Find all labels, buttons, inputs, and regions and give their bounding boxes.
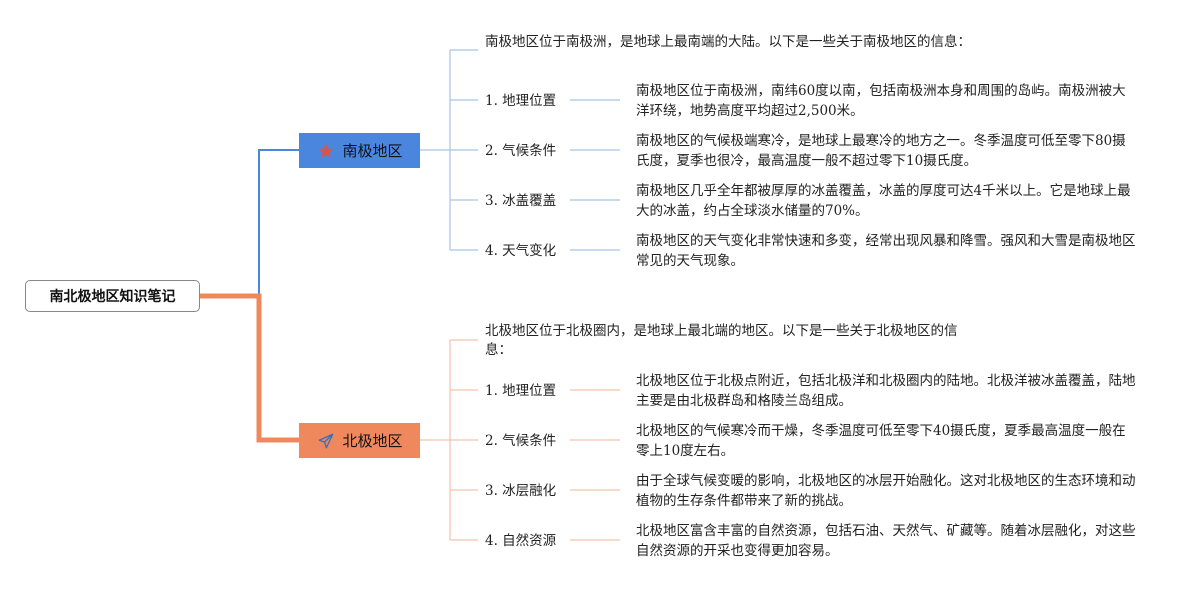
sub-item-south-2[interactable]: 2. 气候条件 bbox=[485, 143, 557, 159]
detail-north-3: 由于全球气候变暖的影响，北极地区的冰层开始融化。这对北极地区的生态环境和动植物的… bbox=[636, 473, 1136, 509]
sub-item-south-4[interactable]: 4. 天气变化 bbox=[485, 243, 557, 259]
intro-north: 北极地区位于北极圈内，是地球上最北端的地区。以下是一些关于北极地区的信息： bbox=[485, 323, 958, 358]
sub-item-south-3[interactable]: 3. 冰盖覆盖 bbox=[485, 193, 557, 209]
sub-item-north-3[interactable]: 3. 冰层融化 bbox=[485, 483, 557, 499]
connector-south-details bbox=[570, 99, 620, 251]
branch-node-north[interactable]: 北极地区 bbox=[299, 423, 420, 458]
sub-item-south-1[interactable]: 1. 地理位置 bbox=[485, 93, 557, 109]
detail-south-4: 南极地区的天气变化非常快速和多变，经常出现风暴和降雪。强风和大雪是南极地区常见的… bbox=[636, 233, 1136, 269]
branch-node-south[interactable]: 南极地区 bbox=[299, 133, 420, 168]
root-label: 南北极地区知识笔记 bbox=[49, 289, 176, 305]
intro-south: 南极地区位于南极洲，是地球上最南端的大陆。以下是一些关于南极地区的信息： bbox=[485, 34, 971, 50]
connector-root-north bbox=[200, 293, 299, 443]
detail-south-3: 南极地区几乎全年都被厚厚的冰盖覆盖，冰盖的厚度可达4千米以上。它是地球上最大的冰… bbox=[636, 183, 1131, 219]
detail-north-1: 北极地区位于北极点附近，包括北极洋和北极圈内的陆地。北极洋被冰盖覆盖，陆地主要是… bbox=[636, 373, 1136, 409]
branch-label-south: 南极地区 bbox=[342, 142, 403, 160]
connector-north-tree bbox=[420, 339, 478, 541]
connector-north-details bbox=[570, 389, 620, 541]
paper-plane-icon bbox=[316, 431, 336, 451]
connector-south-tree bbox=[420, 49, 478, 251]
root-node[interactable]: 南北极地区知识笔记 bbox=[25, 280, 200, 312]
sub-item-north-1[interactable]: 1. 地理位置 bbox=[485, 383, 557, 399]
star-icon bbox=[316, 141, 336, 161]
sub-item-north-4[interactable]: 4. 自然资源 bbox=[485, 533, 557, 549]
detail-north-2: 北极地区的气候寒冷而干燥，冬季温度可低至零下40摄氏度，夏季最高温度一般在零上1… bbox=[636, 423, 1126, 459]
branch-label-north: 北极地区 bbox=[342, 432, 403, 450]
detail-north-4: 北极地区富含丰富的自然资源，包括石油、天然气、矿藏等。随着冰层融化，对这些自然资… bbox=[636, 523, 1136, 559]
connector-root-south bbox=[200, 149, 299, 297]
sub-item-north-2[interactable]: 2. 气候条件 bbox=[485, 433, 557, 449]
detail-south-2: 南极地区的气候极端寒冷，是地球上最寒冷的地方之一。冬季温度可低至零下80摄氏度，… bbox=[636, 133, 1126, 169]
detail-south-1: 南极地区位于南极洲，南纬60度以南，包括南极洲本身和周围的岛屿。南极洲被大洋环绕… bbox=[636, 83, 1126, 119]
